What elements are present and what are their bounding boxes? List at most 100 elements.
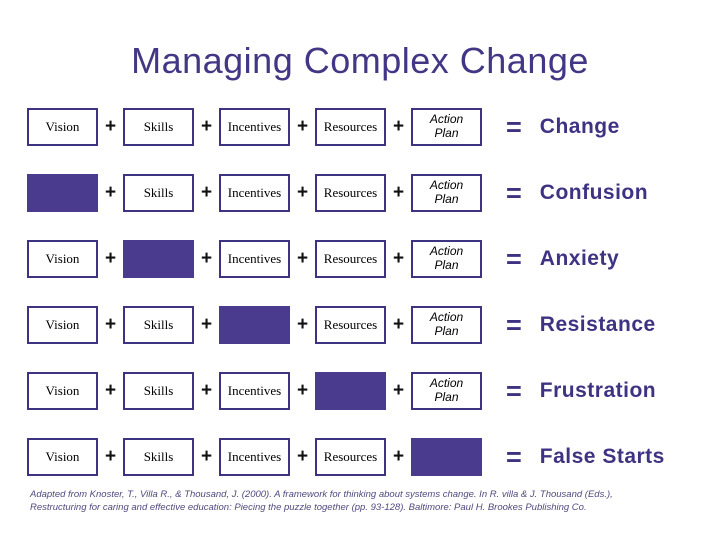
result-label: Resistance [539,313,656,336]
term-label: Incentives [227,185,282,200]
term-label: Skills [143,119,174,134]
term-box: Vision [27,372,98,410]
term-box: Vision [27,108,98,146]
plus-sign: + [104,380,117,401]
term-label: Resources [323,185,378,200]
term-label: Incentives [227,449,282,464]
term-box: Resources [315,306,386,344]
equals-sign: = [506,177,522,208]
equals-sign: = [506,441,522,472]
plus-sign: + [392,182,405,203]
term-box: Skills [123,174,194,212]
result-label: Frustration [539,379,657,402]
term-label: Skills [143,449,174,464]
term-box: Skills [123,372,194,410]
plus-sign: + [296,116,309,137]
term-box: Skills [123,438,194,476]
equals-sign: = [506,111,522,142]
filled-box [411,438,482,476]
plus-sign: + [296,380,309,401]
term-box: Resources [315,240,386,278]
result-label: False Starts [539,445,665,468]
term-label: Resources [323,449,378,464]
equals-sign: = [506,243,522,274]
term-label: Action Plan [429,376,464,404]
term-box: Incentives [219,174,290,212]
term-label: Resources [323,317,378,332]
term-label: Vision [45,383,80,398]
term-box: Skills [123,306,194,344]
term-label: Action Plan [429,178,464,206]
term-label: Skills [143,317,174,332]
result-label: Anxiety [539,247,620,270]
term-label: Action Plan [429,310,464,338]
equation-row: Vision+Skills+Incentives+Resources+=Fals… [27,424,720,490]
filled-box [123,240,194,278]
term-label: Vision [45,449,80,464]
term-box: Incentives [219,108,290,146]
plus-sign: + [296,182,309,203]
equation-row: Vision + Skills + Incentives + + Action Plan = Fr… [27,358,720,424]
plus-sign: + [392,380,405,401]
term-label: Action Plan [429,112,464,140]
plus-sign: + [392,116,405,137]
plus-sign: + [200,380,213,401]
plus-sign: + [392,248,405,269]
term-box: Vision [27,240,98,278]
term-label: Vision [45,251,80,266]
term-box: Incentives [219,438,290,476]
term-label: Resources [323,119,378,134]
term-label: Vision [45,317,80,332]
plus-sign: + [200,116,213,137]
equation-row: Vision + Skills + Incentives + Resources + Actio… [27,94,720,160]
term-label: Skills [143,383,174,398]
term-box: Action Plan [411,174,482,212]
term-box: Action Plan [411,372,482,410]
term-box: Incentives [219,372,290,410]
citation: Adapted from Knoster, T., Villa R., & Th… [30,488,706,515]
term-label: Skills [143,185,174,200]
plus-sign: + [104,182,117,203]
equals-sign: = [506,309,522,340]
plus-sign: + [296,446,309,467]
term-box: Resources [315,438,386,476]
equation-rows: Vision + Skills + Incentives + Resources + Actio… [27,94,720,490]
plus-sign: + [296,314,309,335]
plus-sign: + [200,182,213,203]
plus-sign: + [104,446,117,467]
term-label: Incentives [227,383,282,398]
filled-box [219,306,290,344]
term-label: Vision [45,119,80,134]
term-label: Incentives [227,251,282,266]
plus-sign: + [200,446,213,467]
term-box: Incentives [219,240,290,278]
term-box: Vision [27,306,98,344]
plus-sign: + [200,314,213,335]
plus-sign: + [104,314,117,335]
citation-line-2: Restructuring for caring and effective e… [30,502,587,514]
slide-title: Managing Complex Change [131,40,589,81]
filled-box [315,372,386,410]
term-box: Skills [123,108,194,146]
term-box: Action Plan [411,240,482,278]
term-box: Action Plan [411,306,482,344]
result-label: Change [539,115,620,138]
term-box: Vision [27,438,98,476]
term-label: Incentives [227,119,282,134]
equals-sign: = [506,375,522,406]
term-box: Resources [315,108,386,146]
citation-line-1: Adapted from Knoster, T., Villa R., & Th… [30,489,613,500]
plus-sign: + [200,248,213,269]
term-box: Action Plan [411,108,482,146]
term-label: Action Plan [429,244,464,272]
plus-sign: + [104,116,117,137]
plus-sign: + [392,314,405,335]
equation-row: + Skills + Incentives + Resources + Action Plan… [27,160,720,226]
term-box: Resources [315,174,386,212]
term-label: Resources [323,251,378,266]
plus-sign: + [296,248,309,269]
filled-box [27,174,98,212]
equation-row: Vision++Incentives+Resources+Action Plan… [27,226,720,292]
equation-row: Vision + Skills + + Resources + Action Plan = Res… [27,292,720,358]
